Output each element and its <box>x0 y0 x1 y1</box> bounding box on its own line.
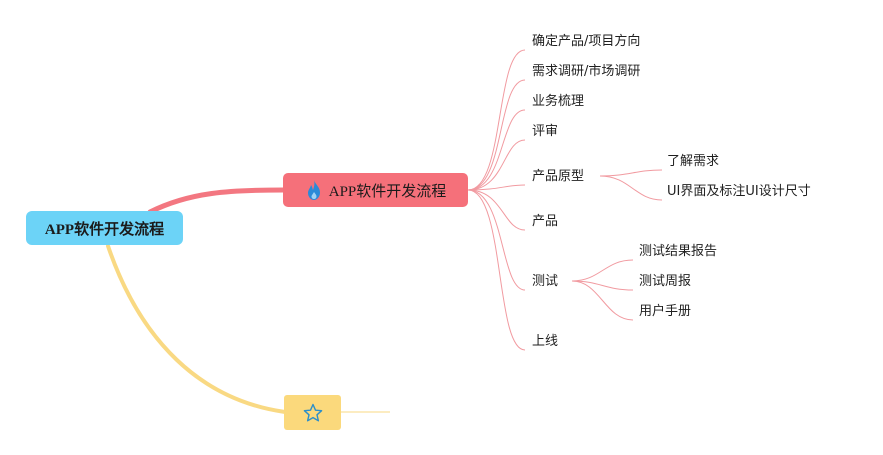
link-c5 <box>467 184 526 191</box>
link-c6 <box>467 189 526 231</box>
link-t2 <box>571 280 634 291</box>
link-p2 <box>599 175 663 201</box>
child-topic-c1[interactable]: 确定产品/项目方向 <box>532 34 641 49</box>
test-children-links <box>571 259 634 321</box>
child-topic-c5[interactable]: 产品原型 <box>532 169 585 184</box>
star-topic-node[interactable] <box>284 395 341 430</box>
main-topic-node[interactable]: APP软件开发流程 <box>283 173 468 207</box>
link-c1 <box>467 49 526 191</box>
link-t1 <box>571 259 634 282</box>
child-topic-c7[interactable]: 测试 <box>532 274 559 289</box>
root-topic-label: APP软件开发流程 <box>44 221 165 238</box>
test-child-t1[interactable]: 测试结果报告 <box>639 244 718 259</box>
star-icon <box>303 403 322 421</box>
link-p1 <box>599 169 663 177</box>
child-topic-c8[interactable]: 上线 <box>532 334 559 349</box>
link-t3 <box>571 280 634 321</box>
link-c2 <box>467 79 526 191</box>
main-children-links <box>467 49 526 351</box>
child-topic-c2[interactable]: 需求调研/市场调研 <box>532 64 641 79</box>
test-child-t3[interactable]: 用户手册 <box>639 304 692 319</box>
main-topic-label: APP软件开发流程 <box>328 183 447 200</box>
child-topic-c3[interactable]: 业务梳理 <box>532 94 585 109</box>
branch-root-to-main <box>147 187 287 215</box>
link-c4 <box>467 139 526 191</box>
child-topic-c4[interactable]: 评审 <box>532 124 559 139</box>
fire-icon <box>307 180 320 200</box>
link-c8 <box>467 189 526 351</box>
test-child-t2[interactable]: 测试周报 <box>639 274 692 289</box>
link-c7 <box>467 189 526 291</box>
root-topic-node[interactable]: APP软件开发流程 <box>26 211 183 245</box>
prototype-children-links <box>599 169 663 201</box>
branch-root-to-star <box>106 244 287 414</box>
child-topic-c6[interactable]: 产品 <box>532 214 559 229</box>
prototype-child-p2[interactable]: UI界面及标注UI设计尺寸 <box>667 184 811 199</box>
link-c3 <box>467 109 526 191</box>
prototype-child-p1[interactable]: 了解需求 <box>667 154 720 169</box>
